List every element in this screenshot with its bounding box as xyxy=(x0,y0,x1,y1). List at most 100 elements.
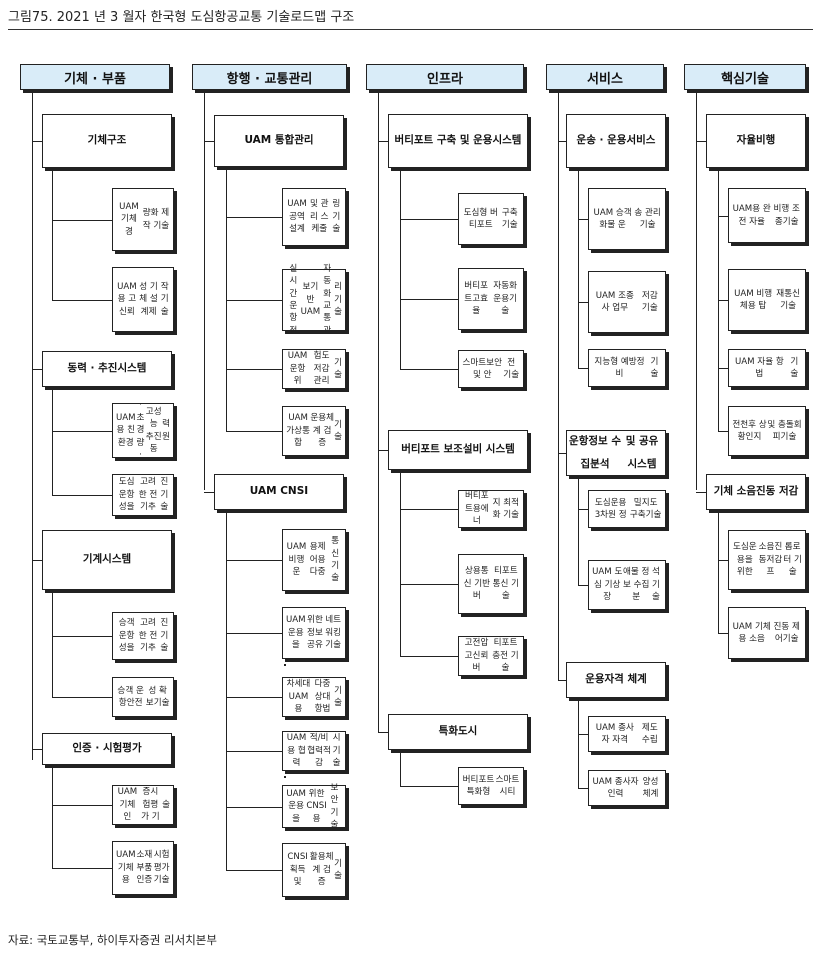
leaf-connector xyxy=(52,805,112,806)
leaf-connector xyxy=(226,560,282,561)
text-line: 위한 CNSI용 xyxy=(306,788,327,824)
leaf-connector xyxy=(578,585,588,586)
group-box[interactable]: 자율비행 xyxy=(706,114,806,168)
group-box[interactable]: 기체구조 xyxy=(42,114,172,168)
category-header[interactable]: 인프라 xyxy=(366,64,524,90)
branch-line xyxy=(32,560,42,561)
text-line: 제도 수립 xyxy=(641,722,658,745)
trunk-line xyxy=(696,90,697,490)
text-line: 석 기술 xyxy=(652,567,660,603)
leaf-connector xyxy=(718,431,728,432)
text-line: 증시험평가 기 xyxy=(141,787,160,823)
group-box[interactable]: 운용자격 체계 xyxy=(566,662,666,698)
text-line: 재통신 기술 xyxy=(776,288,801,311)
text-line: 운송 · 운용 xyxy=(576,134,627,147)
text-line: 애물 정보 수집분 xyxy=(623,567,650,603)
category-header[interactable]: 항행 · 교통관리 xyxy=(192,64,347,90)
text-line: UAM 기체용 소음 xyxy=(732,621,771,644)
text-line: ·초경량· xyxy=(136,400,145,461)
group-box[interactable]: UAM 통합관리 xyxy=(214,115,344,167)
text-line: 동력 · 추진 xyxy=(67,362,118,375)
leaf-connector xyxy=(400,584,458,585)
text-line: 고성능 추진동 xyxy=(145,406,162,454)
text-line: UAM 조종사 업무 xyxy=(595,290,634,313)
leaf-connector xyxy=(52,219,112,221)
leaf-connector xyxy=(52,299,112,301)
branch-line xyxy=(32,369,42,370)
group-box[interactable]: 기계시스템 xyxy=(42,530,172,590)
group-box[interactable]: 버티포트 구축 및 운용시스템 xyxy=(388,114,528,168)
group-box[interactable]: UAM CNSI xyxy=(214,474,344,510)
text-line: UAM공역설계 xyxy=(287,199,307,235)
sub-trunk-line xyxy=(52,387,53,495)
category-header[interactable]: 서비스 xyxy=(546,64,664,90)
sub-trunk-line xyxy=(578,698,579,788)
group-box[interactable]: 기체 소음진동 저감 xyxy=(706,474,806,510)
text-line: 도심운용을 위한 xyxy=(732,542,757,578)
text-line: 및 충돌회피기술 xyxy=(767,419,802,442)
text-line: 티포트 충전 기술 xyxy=(492,638,519,674)
trunk-line xyxy=(204,90,205,490)
group-box[interactable]: 특화도시 xyxy=(388,714,528,750)
text-line: 작 기술 xyxy=(160,281,169,317)
text-line: 운용체계 검증 xyxy=(310,413,335,449)
leaf-connector xyxy=(718,215,728,217)
leaf-connector xyxy=(226,633,282,634)
category-header[interactable]: 핵심기술 xyxy=(684,64,806,90)
text-line: UAM용 고신뢰 xyxy=(117,281,137,317)
text-line: 서비스 xyxy=(626,134,656,147)
text-line: UAM 비행 운 xyxy=(286,542,307,578)
text-line: 도심 운항성을 xyxy=(118,477,135,513)
group-box[interactable]: 인증 · 시험평가 xyxy=(42,733,172,765)
text-line: UAM 비행체용 탑 xyxy=(734,288,773,311)
leaf-connector xyxy=(400,219,458,220)
category-header[interactable]: 기체 · 부품 xyxy=(20,64,170,90)
branch-line xyxy=(32,141,42,142)
text-line: 고려한 전기추 xyxy=(138,618,158,654)
group-box[interactable]: 버티포트 보조설비 시스템 xyxy=(388,430,528,470)
text-line: 및 공유 시스템 xyxy=(625,434,659,470)
text-line: 적/비협력적 감 xyxy=(307,733,331,769)
